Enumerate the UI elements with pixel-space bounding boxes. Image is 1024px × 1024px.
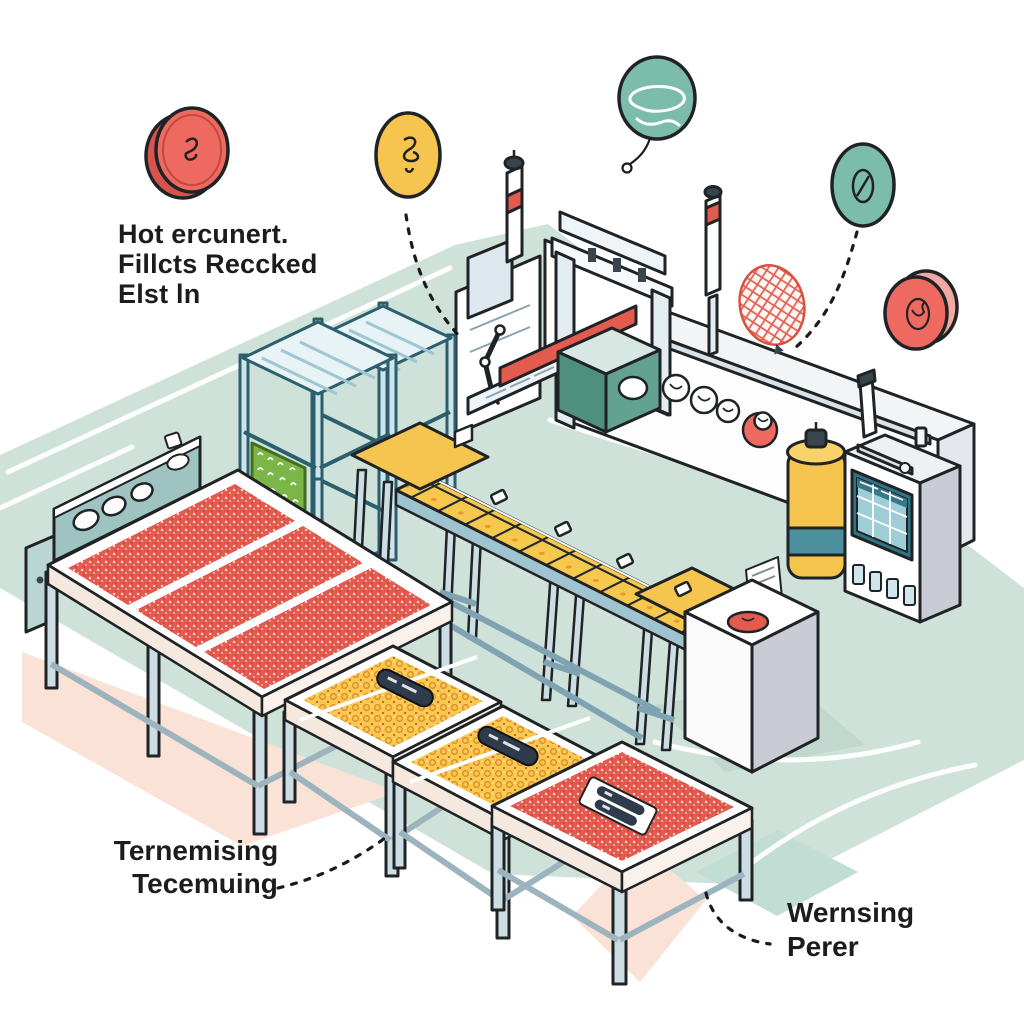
infeed-pad (350, 421, 490, 491)
red-ball (741, 411, 779, 449)
teal-balloon-icon (617, 55, 697, 174)
teal-patch-bottom-right (696, 830, 858, 916)
red-token-right-icon (883, 269, 959, 351)
leader-teal-token (793, 230, 859, 350)
tray-label-card (578, 776, 658, 836)
side-right (620, 806, 754, 894)
caption-line-2: Fillcts Reccked (118, 249, 318, 279)
honeycomb-tray (303, 656, 483, 747)
tray-label-pill (477, 725, 539, 767)
cabinet-rail (856, 443, 914, 476)
caption-line-3: Elst ln (118, 279, 200, 309)
wall-ledge-items (661, 264, 806, 449)
red-packing-table (490, 740, 754, 986)
gantry-press (454, 150, 723, 436)
callout-leaders (276, 213, 859, 946)
red-product-panels (68, 484, 431, 689)
legs (490, 816, 754, 986)
left-callout-line-2: Tecemuing (132, 868, 278, 899)
cabinet-side (918, 464, 962, 624)
tray-label-pill (376, 668, 434, 708)
end-box (683, 556, 820, 774)
right-callout-line-1: Wernsing (787, 897, 914, 928)
cabinet-screen (850, 468, 914, 562)
text-layer: Hot ercunert. Fillcts Reccked Elst ln Te… (114, 219, 914, 962)
mesh-screen (738, 264, 806, 355)
leader-left-callout (276, 836, 387, 890)
teal-token-icon (830, 142, 896, 228)
yellow-token-icon (374, 111, 442, 199)
red-stop-button (726, 610, 770, 634)
belt-sensors (453, 423, 693, 598)
box-side (750, 610, 820, 774)
teal-hopper-box (556, 326, 662, 434)
left-callout-line-1: Ternemising (114, 835, 278, 866)
cabinet-buttons (852, 564, 916, 606)
table-legs (44, 570, 453, 836)
wall-post (856, 368, 878, 439)
right-callout-line-2: Perer (787, 931, 859, 962)
table-backsplash (52, 431, 202, 563)
badges (144, 55, 959, 351)
peach-patch-right (572, 845, 706, 982)
red-token-icon (144, 106, 230, 200)
signal-tower-1 (503, 150, 525, 264)
control-cabinet (843, 433, 962, 624)
caption-line-1: Hot ercunert. (118, 219, 289, 249)
leader-right-callout (704, 891, 772, 946)
signal-tower-2 (703, 185, 723, 357)
conveyor-belt (350, 421, 750, 752)
leader-yellow-token (404, 213, 465, 342)
crumpled-parts (661, 373, 741, 424)
gas-tank (786, 422, 847, 580)
